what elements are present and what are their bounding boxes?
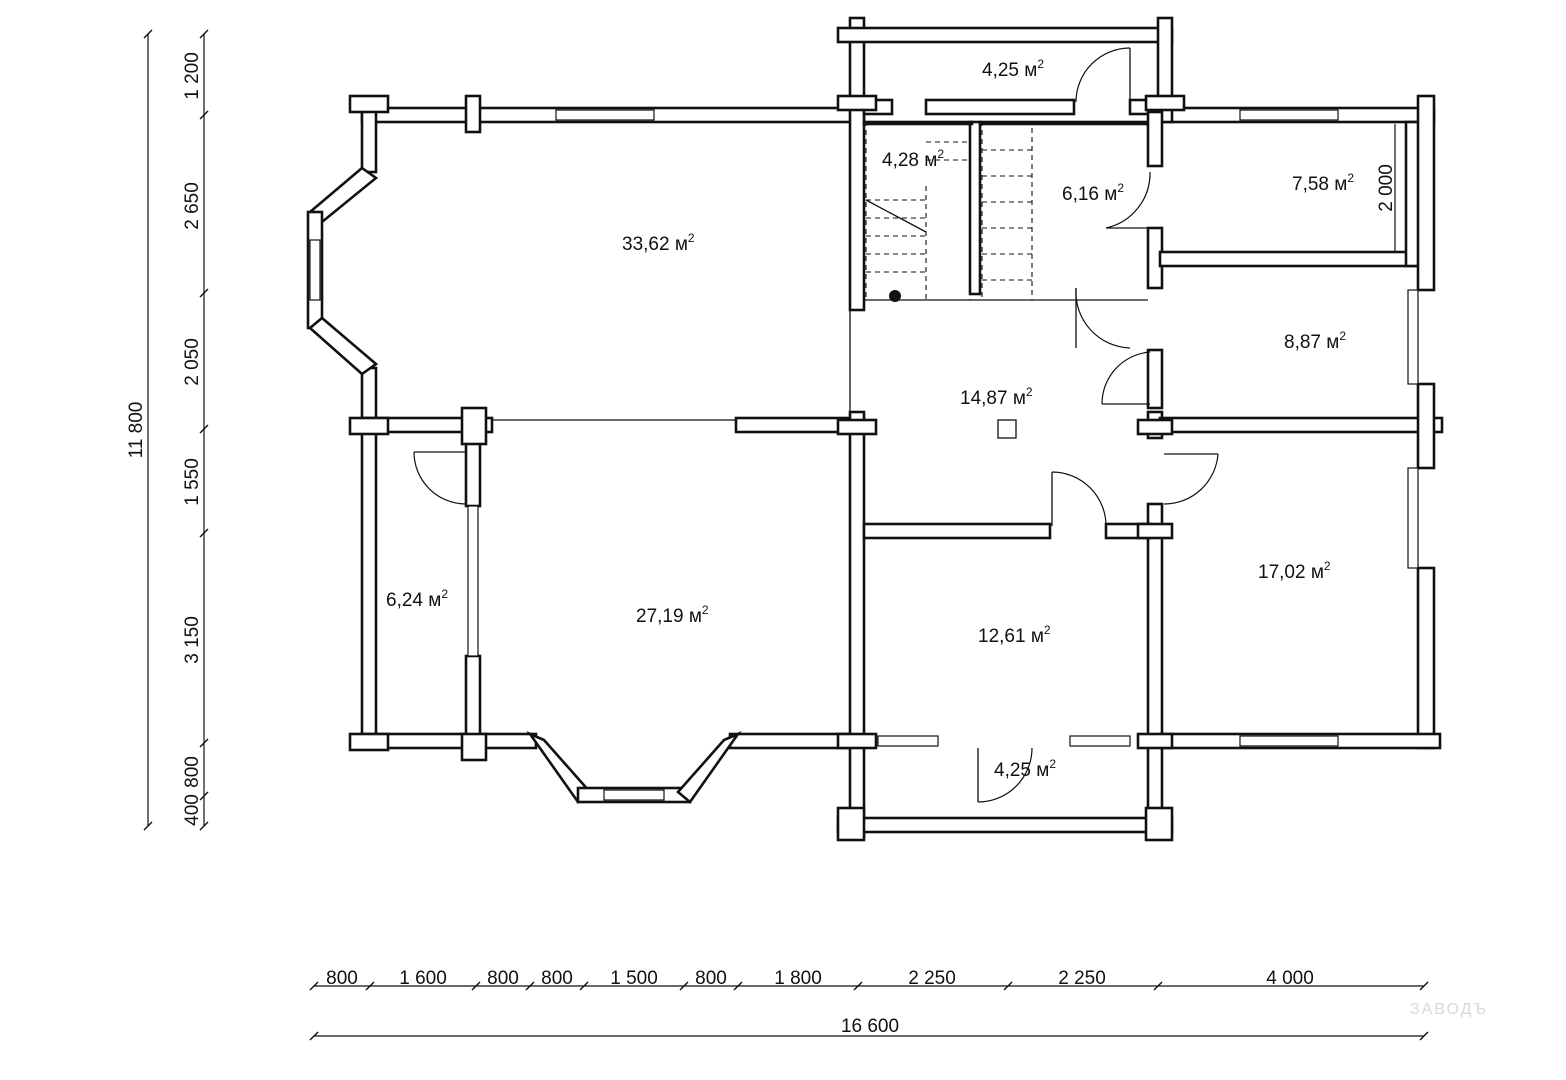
inner-dimension: 2 000 bbox=[1376, 124, 1397, 252]
stairs bbox=[865, 123, 1033, 301]
watermark-logo: ЗАВОДЪ bbox=[1410, 1001, 1488, 1018]
room-area-758: 7,58 м2 bbox=[1292, 171, 1354, 195]
hdim-1: 1 600 bbox=[399, 968, 447, 989]
room-area-living: 27,19 м2 bbox=[636, 603, 709, 627]
total-width: 16 600 bbox=[841, 1016, 899, 1037]
room-area-hall: 33,62 м2 bbox=[622, 231, 695, 255]
room-area-887: 8,87 м2 bbox=[1284, 329, 1346, 353]
room-area-corridor: 14,87 м2 bbox=[960, 385, 1033, 409]
vdim-2050: 2 050 bbox=[182, 338, 203, 386]
room-area-pantry: 6,24 м2 bbox=[386, 587, 448, 611]
vdim-3150: 3 150 bbox=[182, 616, 203, 664]
vertical-dimensions: 11 800 1 200 2 650 2 050 1 550 3 150 800… bbox=[126, 29, 209, 831]
hdim-4: 1 500 bbox=[610, 968, 658, 989]
vdim-1550: 1 550 bbox=[182, 458, 203, 506]
hdim-3: 800 bbox=[541, 968, 573, 989]
horizontal-dimensions: 800 1 600 800 800 1 500 800 1 800 2 250 … bbox=[309, 968, 1429, 1041]
hdim-0: 800 bbox=[326, 968, 358, 989]
vdim-800: 800 bbox=[182, 756, 203, 788]
room-area-1702: 17,02 м2 bbox=[1258, 559, 1331, 583]
room-area-stair: 4,28 м2 bbox=[882, 147, 944, 171]
vdim-2650: 2 650 bbox=[182, 182, 203, 230]
hdim-6: 1 800 bbox=[774, 968, 822, 989]
vdim-400: 400 bbox=[182, 794, 203, 826]
room-area-porch-bottom: 4,25 м2 bbox=[994, 757, 1056, 781]
hdim-9: 4 000 bbox=[1266, 968, 1314, 989]
room-area-bath: 6,16 м2 bbox=[1062, 181, 1124, 205]
total-height: 11 800 bbox=[126, 402, 147, 459]
vdim-1200: 1 200 bbox=[182, 52, 203, 100]
windows bbox=[309, 109, 1419, 801]
room-labels: 33,62 м2 27,19 м2 6,24 м2 4,25 м2 4,28 м… bbox=[386, 57, 1354, 781]
hdim-2: 800 bbox=[487, 968, 519, 989]
walls bbox=[306, 16, 1444, 842]
hdim-7: 2 250 bbox=[908, 968, 956, 989]
hdim-5: 800 bbox=[695, 968, 727, 989]
inner-dim-2000: 2 000 bbox=[1376, 164, 1397, 212]
hdim-8: 2 250 bbox=[1058, 968, 1106, 989]
room-area-1261: 12,61 м2 bbox=[978, 623, 1051, 647]
room-area-vestibule-top: 4,25 м2 bbox=[982, 57, 1044, 81]
